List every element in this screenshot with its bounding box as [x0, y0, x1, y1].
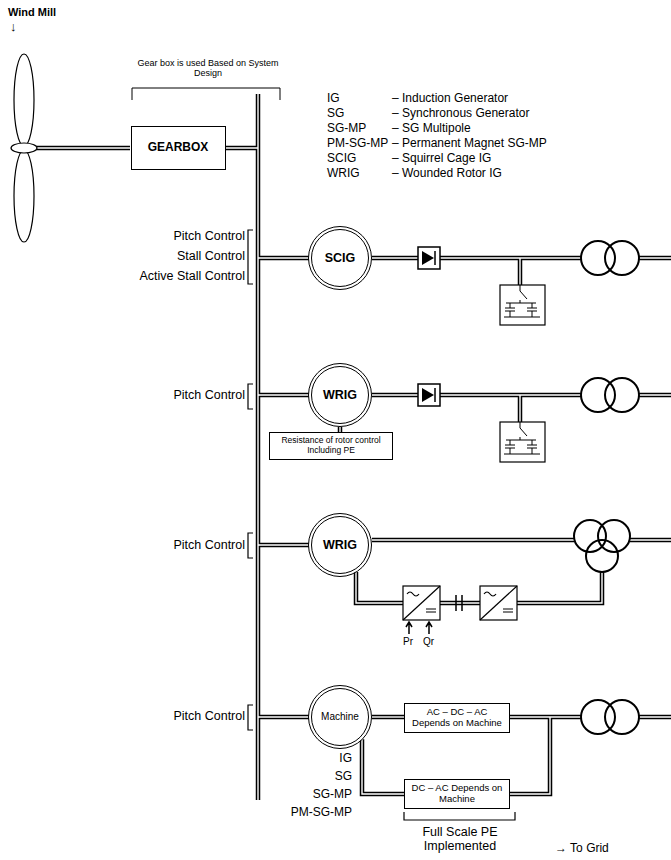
- text-label: → To Grid: [555, 842, 609, 856]
- converter-box: AC – DC – AC Depends on Machine: [404, 703, 510, 733]
- text-label: – Squirrel Cage IG: [392, 152, 491, 166]
- text-label: PM-SG-MP: [327, 137, 388, 151]
- text-label: SCIG: [327, 152, 356, 166]
- node-text: AC – DC – AC Depends on Machine: [409, 707, 505, 729]
- text-label: SG-MP: [313, 788, 352, 802]
- text-label: Qr: [423, 636, 434, 648]
- generator-circle: Machine: [308, 685, 372, 749]
- text-label: – Permanent Magnet SG-MP: [392, 137, 547, 151]
- text-label: Active Stall Control: [139, 269, 245, 283]
- generator-circle: SCIG: [308, 226, 372, 290]
- text-label: IG: [327, 92, 340, 106]
- node-text: WRIG: [323, 388, 357, 402]
- text-label: Pitch Control: [173, 229, 245, 243]
- rotor-resistance-box: Resistance of rotor control Including PE: [269, 432, 393, 460]
- node-text: SCIG: [325, 251, 356, 265]
- power-connector: [372, 717, 404, 718]
- text-label: Pr: [403, 636, 413, 648]
- node-text: DC – AC Depends on Machine: [409, 783, 505, 805]
- text-label: SG: [327, 107, 344, 121]
- text-label: PM-SG-MP: [291, 806, 352, 820]
- node-text: WRIG: [323, 538, 357, 552]
- text-label: Stall Control: [177, 249, 245, 263]
- text-label: Gear box is used Based on System Design: [133, 58, 283, 79]
- text-label: Pitch Control: [173, 538, 245, 552]
- text-label: – Synchronous Generator: [392, 107, 529, 121]
- text-label: SG: [335, 770, 352, 784]
- text-label: – Induction Generator: [392, 92, 508, 106]
- text-label: – SG Multipole: [392, 122, 471, 136]
- node-text: Machine: [321, 711, 359, 723]
- text-label: ↓: [10, 20, 17, 35]
- gearbox-box: GEARBOX: [131, 126, 226, 170]
- text-label: WRIG: [327, 167, 360, 181]
- generator-circle: WRIG: [308, 363, 372, 427]
- text-label: SG-MP: [327, 122, 366, 136]
- diagram-title: Wind Mill: [8, 6, 56, 18]
- converter-box: DC – AC Depends on Machine: [404, 779, 510, 809]
- node-text: GEARBOX: [148, 141, 209, 155]
- node-text: Resistance of rotor control Including PE: [274, 436, 388, 456]
- text-label: IG: [339, 752, 352, 766]
- text-label: Full Scale PE Implemented: [405, 825, 515, 854]
- generator-circle: WRIG: [308, 513, 372, 577]
- power-connector: [362, 739, 404, 794]
- text-label: Pitch Control: [173, 388, 245, 402]
- text-label: – Wounded Rotor IG: [392, 167, 502, 181]
- text-label: Pitch Control: [173, 709, 245, 723]
